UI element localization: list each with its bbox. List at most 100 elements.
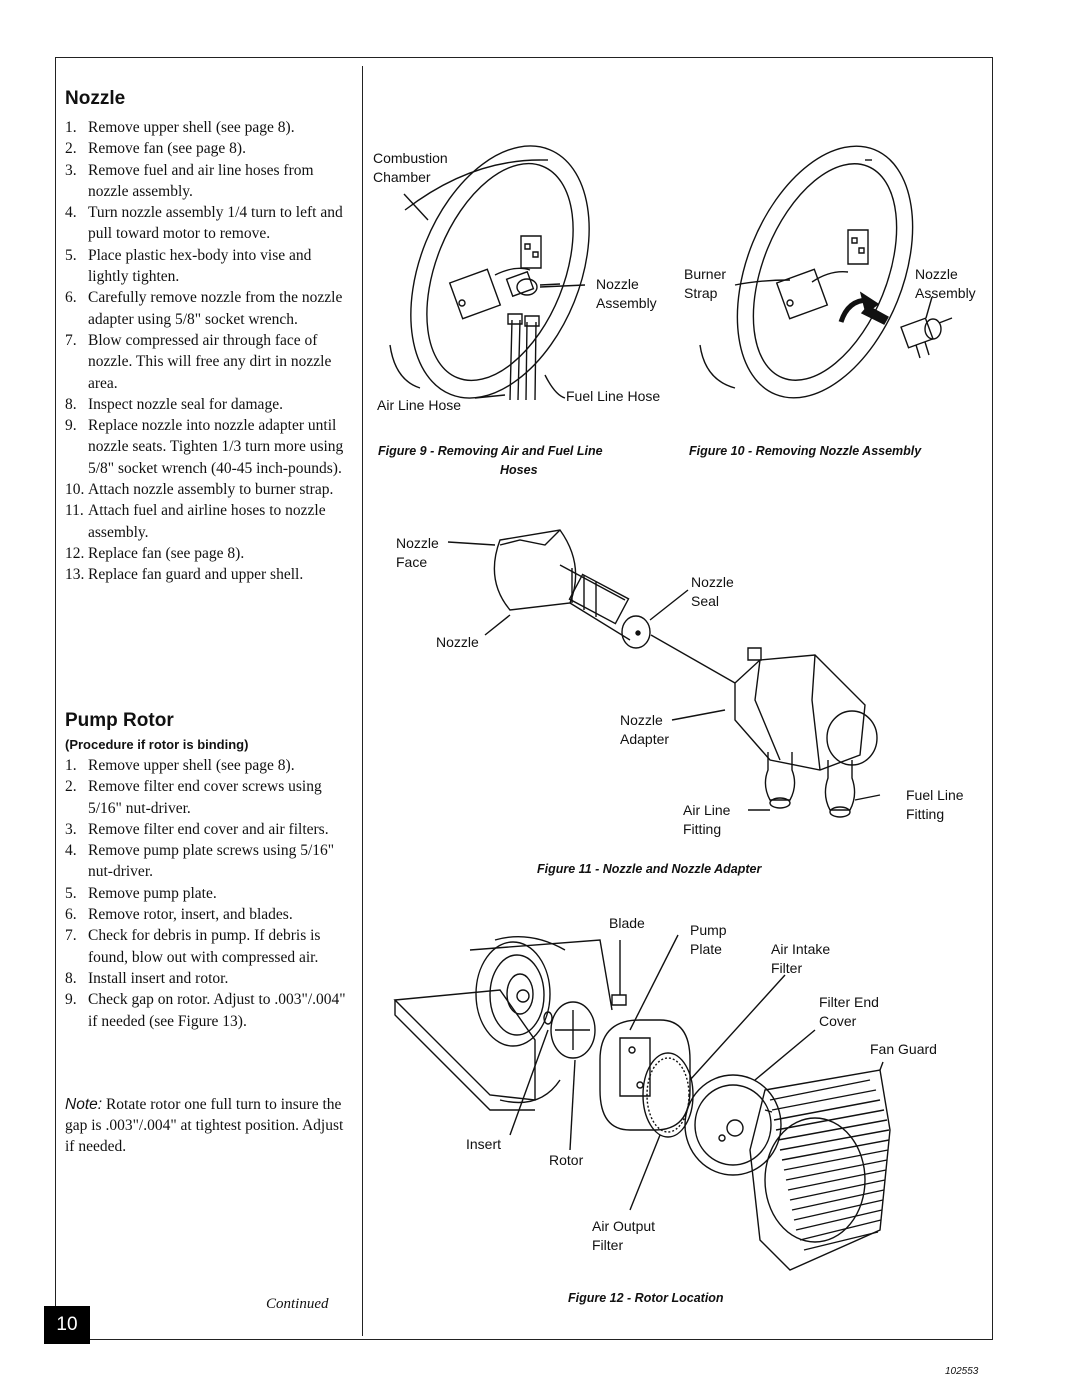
nozzle-step-number: 2. — [65, 140, 77, 158]
nozzle-step: 8.Inspect nozzle seal for damage. — [63, 394, 355, 415]
nozzle-step: 5. Place plastic hex-body into vise and l… — [63, 245, 355, 288]
fig11-label-nozzle-face: Nozzle Face — [396, 535, 439, 570]
pump-rotor-subheading: (Procedure if rotor is binding) — [65, 737, 249, 752]
nozzle-step-text: Replace nozzle into nozzle adapter until… — [88, 417, 344, 477]
nozzle-step-number: 6. — [65, 289, 77, 307]
column-divider — [362, 66, 363, 1336]
nozzle-step-number: 9. — [65, 417, 77, 435]
nozzle-steps-list: 1. Remove upper shell (see page 8). 2. Remo… — [63, 117, 355, 586]
fig11-label-nozzle-adapter: Nozzle Adapter — [620, 712, 670, 747]
nozzle-step-text: Remove fuel and air line hoses from nozz… — [88, 161, 314, 200]
pump-step-number: 1. — [65, 757, 77, 774]
fig9-label-combustion-chamber: Combustion Chamber — [373, 150, 448, 185]
fig12-label-filter-end-cover: Filter End Cover — [819, 994, 879, 1029]
fig10-label-nozzle-assembly: Nozzle Assembly — [915, 266, 976, 301]
pump-step-number: 2. — [65, 778, 77, 796]
fig9-label-fuel-line-hose: Fuel Line Hose — [566, 388, 661, 404]
pump-step-text: Remove filter end cover and air filters. — [88, 820, 329, 838]
nozzle-step: 2. Remove fan (see page 8). — [63, 138, 355, 159]
pump-step-text: Remove pump plate. — [88, 884, 217, 902]
nozzle-step: 1. Remove upper shell (see page 8). — [63, 117, 355, 138]
note-label: Note: — [65, 1096, 103, 1113]
pump-step-text: Remove rotor, insert, and blades. — [88, 906, 293, 924]
figure-12-caption: Figure 12 - Rotor Location — [568, 1291, 724, 1305]
nozzle-step-text: Carefully remove nozzle from the nozzle … — [88, 289, 343, 328]
pump-step-number: 9. — [65, 991, 77, 1009]
nozzle-step-number: 8. — [65, 395, 77, 413]
pump-step-number: 8. — [65, 969, 77, 987]
fig12-label-rotor: Rotor — [549, 1152, 584, 1168]
fig12-label-blade: Blade — [609, 915, 645, 931]
pump-step: 5. Remove pump plate. — [63, 883, 355, 904]
note-text: Rotate rotor one full turn to insure the… — [65, 1096, 344, 1155]
page-number: 10 — [44, 1306, 90, 1344]
nozzle-step-number: 7. — [65, 331, 77, 349]
pump-step: 2. Remove filter end cover screws using 5… — [63, 776, 355, 819]
nozzle-step-text: Place plastic hex-body into vise and lig… — [88, 246, 312, 286]
figure-9-caption-line1: Figure 9 - Removing Air and Fuel Line — [378, 444, 603, 458]
pump-step: 4. Remove pump plate screws using 5/16" n… — [63, 840, 355, 883]
nozzle-step-number: 12. — [65, 544, 85, 562]
nozzle-step-text: Replace fan (see page 8). — [88, 544, 245, 562]
pump-step: 7. Check for debris in pump. If debris is… — [63, 925, 355, 968]
nozzle-step-number: 11. — [65, 502, 84, 520]
nozzle-step-text: Blow compressed air through face of nozz… — [88, 331, 332, 392]
nozzle-step: 6. Carefully remove nozzle from the nozzl… — [63, 287, 355, 330]
pump-steps-list: 1. Remove upper shell (see page 8). 2. Remo… — [63, 755, 355, 1032]
continued-label: Continued — [266, 1296, 329, 1312]
nozzle-step-number: 5. — [65, 246, 77, 264]
figure-10-illustration — [700, 120, 952, 423]
fig11-label-nozzle: Nozzle — [436, 634, 479, 650]
pump-step: 6.Remove rotor, insert, and blades. — [63, 904, 355, 925]
fig9-label-nozzle-assembly: Nozzle Assembly — [596, 276, 657, 311]
pump-rotor-heading: Pump Rotor — [65, 710, 174, 731]
fig10-label-burner-strap: Burner Strap — [684, 266, 727, 301]
figure-9-caption-line2: Hoses — [500, 463, 538, 477]
figure-11-caption: Figure 11 - Nozzle and Nozzle Adapter — [537, 862, 762, 876]
nozzle-step-text: Replace fan guard and upper shell. — [88, 566, 304, 584]
fig11-label-air-line-fitting: Air Line Fitting — [683, 802, 731, 837]
pump-step: 3. Remove filter end cover and air filter… — [63, 819, 355, 840]
nozzle-step-number: 4. — [65, 204, 77, 222]
nozzle-step: 3. Remove fuel and air line hoses from no… — [63, 160, 355, 203]
figure-11-illustration — [448, 530, 880, 817]
pump-step-text: Remove filter end cover screws using 5/1… — [88, 778, 322, 817]
pump-step-number: 5. — [65, 884, 77, 902]
fig9-label-air-line-hose: Air Line Hose — [377, 397, 462, 413]
fig12-label-pump-plate: Pump Plate — [690, 922, 727, 957]
figure-9-illustration — [376, 120, 623, 425]
nozzle-step-text: Remove fan (see page 8). — [88, 140, 246, 158]
pump-step-text: Check for debris in pump. If debris is f… — [88, 927, 321, 966]
nozzle-step: 7. Blow compressed air through face of no… — [63, 330, 355, 394]
pump-step-text: Remove upper shell (see page 8). — [88, 757, 295, 774]
nozzle-step-number: 1. — [65, 119, 77, 136]
nozzle-step: 9. Replace nozzle into nozzle adapter unt… — [63, 415, 355, 479]
nozzle-step-number: 3. — [65, 161, 77, 179]
nozzle-step-text: Turn nozzle assembly 1/4 turn to left an… — [88, 204, 343, 243]
pump-step-text: Check gap on rotor. Adjust to .003"/.004… — [88, 991, 346, 1030]
fig11-label-nozzle-seal: Nozzle Seal — [691, 574, 734, 609]
pump-step-number: 7. — [65, 927, 77, 945]
nozzle-step-text: Remove upper shell (see page 8). — [88, 119, 295, 136]
pump-step: 1. Remove upper shell (see page 8). — [63, 755, 355, 776]
fig12-label-air-output-filter: Air Output Filter — [592, 1218, 656, 1253]
nozzle-step: 12.Replace fan (see page 8). — [63, 543, 355, 564]
nozzle-step: 4. Turn nozzle assembly 1/4 turn to left … — [63, 202, 355, 245]
pump-step-number: 4. — [65, 842, 77, 860]
pump-step: 9. Check gap on rotor. Adjust to .003"/.0… — [63, 989, 355, 1032]
fig12-label-air-intake-filter: Air Intake Filter — [771, 941, 831, 976]
pump-step-number: 3. — [65, 820, 77, 838]
pump-step-text: Remove pump plate screws using 5/16" nut… — [88, 842, 335, 881]
nozzle-step: 11.Attach fuel and airline hoses to nozz… — [63, 500, 355, 543]
nozzle-step: 13.Replace fan guard and upper shell. — [63, 564, 355, 585]
fig11-label-fuel-line-fitting: Fuel Line Fitting — [906, 787, 964, 822]
fig12-label-fan-guard: Fan Guard — [870, 1041, 937, 1057]
nozzle-heading: Nozzle — [65, 88, 126, 109]
nozzle-step-number: 13. — [65, 566, 85, 584]
figure-12-illustration — [395, 935, 890, 1270]
figure-10-caption: Figure 10 - Removing Nozzle Assembly — [689, 444, 922, 458]
nozzle-step-text: Attach nozzle assembly to burner strap. — [88, 481, 334, 499]
page-border — [55, 57, 993, 1340]
fig12-label-insert: Insert — [466, 1136, 502, 1152]
